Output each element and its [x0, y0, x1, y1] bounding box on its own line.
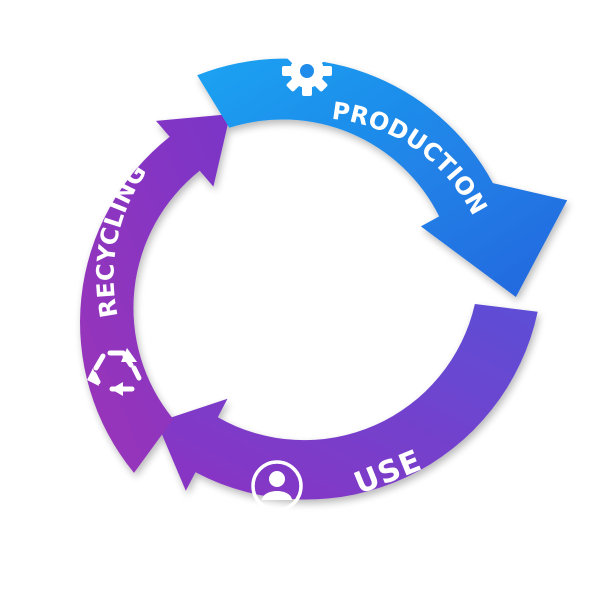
recycle-icon	[87, 348, 142, 396]
production-arrow	[197, 58, 568, 298]
use-arrow	[156, 304, 538, 500]
recycling-arrow	[80, 114, 231, 473]
gear-icon	[282, 46, 332, 96]
user-icon	[251, 460, 303, 512]
